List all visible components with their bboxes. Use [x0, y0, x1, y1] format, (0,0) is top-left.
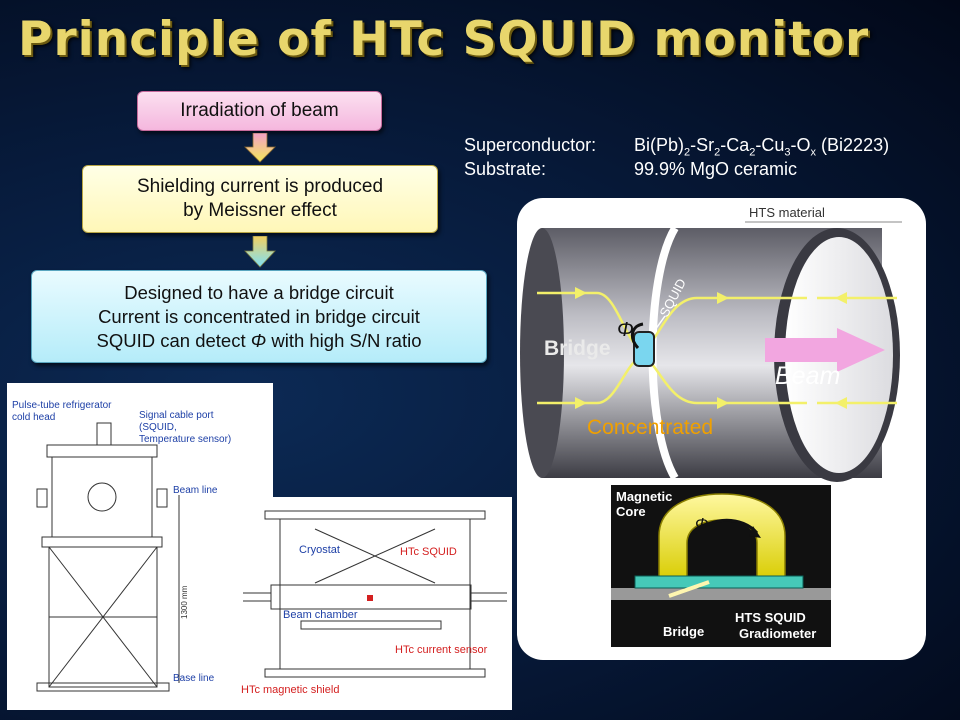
pulse-tube-label: Pulse-tube refrigerator: [12, 400, 112, 411]
hts-squid-label: HTS SQUID: [735, 610, 806, 625]
bridge-label: Bridge: [663, 624, 704, 639]
phi-label: Φ: [617, 319, 634, 341]
cylinder-left-edge: [520, 228, 564, 478]
flux-arrow-icon: [630, 322, 644, 350]
beam-line-label: Beam line: [173, 485, 218, 496]
hts-cylinder-diagram: HTS material Φ SQUID: [520, 205, 902, 647]
superconductor-label: Superconductor:: [464, 135, 597, 155]
apparatus-outline: [36, 422, 180, 692]
magnetic-core: [658, 493, 786, 582]
signal-port-label: (SQUID,: [139, 422, 177, 433]
beam-arrow-icon: [765, 328, 885, 372]
hts-cylinder-panel: HTS material Φ SQUID: [517, 198, 926, 660]
flow-step-text: Shielding current is produced: [136, 176, 384, 197]
magnetic-label: Magnetic: [616, 489, 672, 504]
cross-section-drawing: Cryostat HTc SQUID Beam chamber HTc curr…: [241, 510, 507, 696]
flow-step-text: Designed to have a bridge circuit: [124, 282, 394, 303]
gradiometer-label: Gradiometer: [739, 626, 816, 641]
flow-arrow-down-icon: [244, 236, 276, 268]
apparatus-drawing: Pulse-tube refrigerator cold head Signal…: [12, 400, 231, 692]
flow-step-text-part: with high S/N ratio: [266, 330, 422, 351]
beam-label: Beam: [775, 362, 840, 390]
cross-section-outline: [243, 510, 507, 678]
htc-squid-label: HTc SQUID: [400, 546, 457, 558]
substrate-label: Substrate:: [464, 159, 547, 179]
beam-chamber-label: Beam chamber: [283, 609, 358, 621]
height-dimension-label: 1300 mm: [180, 585, 189, 619]
materials-block: Superconductor: Bi(Pb)2-Sr2-Ca2-Cu3-Ox (…: [464, 133, 944, 183]
phi-label: Φ: [695, 516, 708, 533]
page-title: Principle of HTc SQUID monitor: [18, 12, 870, 67]
cryostat-label: Cryostat: [299, 544, 340, 556]
signal-port-label: Temperature sensor): [139, 434, 231, 445]
flow-step-text: SQUID can detect Φ with high S/N ratio: [32, 329, 486, 353]
substrate-value: 99.9% MgO ceramic: [634, 159, 798, 179]
flow-step-text: by Meissner effect: [183, 200, 337, 221]
bridge-pointer: [668, 580, 710, 598]
substrate-layer: [611, 588, 831, 600]
flow-step-shielding: Shielding current is produced by Meissne…: [82, 165, 438, 233]
label-leader-line: [654, 315, 666, 331]
bridge-label: Bridge: [544, 337, 611, 360]
gradiometer-figure: Φ Magnetic Core Bridge HTS SQUID Gradiom…: [611, 485, 831, 647]
flow-step-text-part: SQUID can detect: [96, 330, 251, 351]
core-label: Core: [616, 504, 646, 519]
flux-arrowhead-icon: [749, 526, 761, 538]
concentrated-label: Concentrated: [587, 416, 713, 439]
hts-material-label: HTS material: [749, 205, 825, 220]
squid-marker: [367, 595, 373, 601]
squid-gradiometer-plate: [634, 575, 804, 589]
flow-step-text: Irradiation of beam: [180, 100, 339, 121]
htc-current-sensor-label: HTc current sensor: [395, 644, 488, 656]
current-direction-arrows: [575, 287, 847, 409]
cross-section-panel: Cryostat HTc SQUID Beam chamber HTc curr…: [235, 497, 512, 710]
base-line-label: Base line: [173, 673, 215, 684]
superconductor-value: Bi(Pb)2-Sr2-Ca2-Cu3-Ox (Bi2223): [634, 135, 890, 159]
flow-arrow-down-icon: [244, 133, 276, 163]
flow-step-bridge: Designed to have a bridge circuit Curren…: [31, 270, 487, 363]
pulse-tube-label: cold head: [12, 412, 55, 423]
flow-step-text: Current is concentrated in bridge circui…: [98, 306, 420, 327]
signal-port-label: Signal cable port: [139, 410, 214, 421]
apparatus-drawing-panel: Pulse-tube refrigerator cold head Signal…: [7, 383, 273, 710]
htc-magnetic-shield-label: HTc magnetic shield: [241, 684, 339, 696]
squid-element: [633, 331, 655, 367]
flow-step-irradiation: Irradiation of beam: [137, 91, 382, 131]
phi-symbol: Φ: [250, 330, 267, 351]
